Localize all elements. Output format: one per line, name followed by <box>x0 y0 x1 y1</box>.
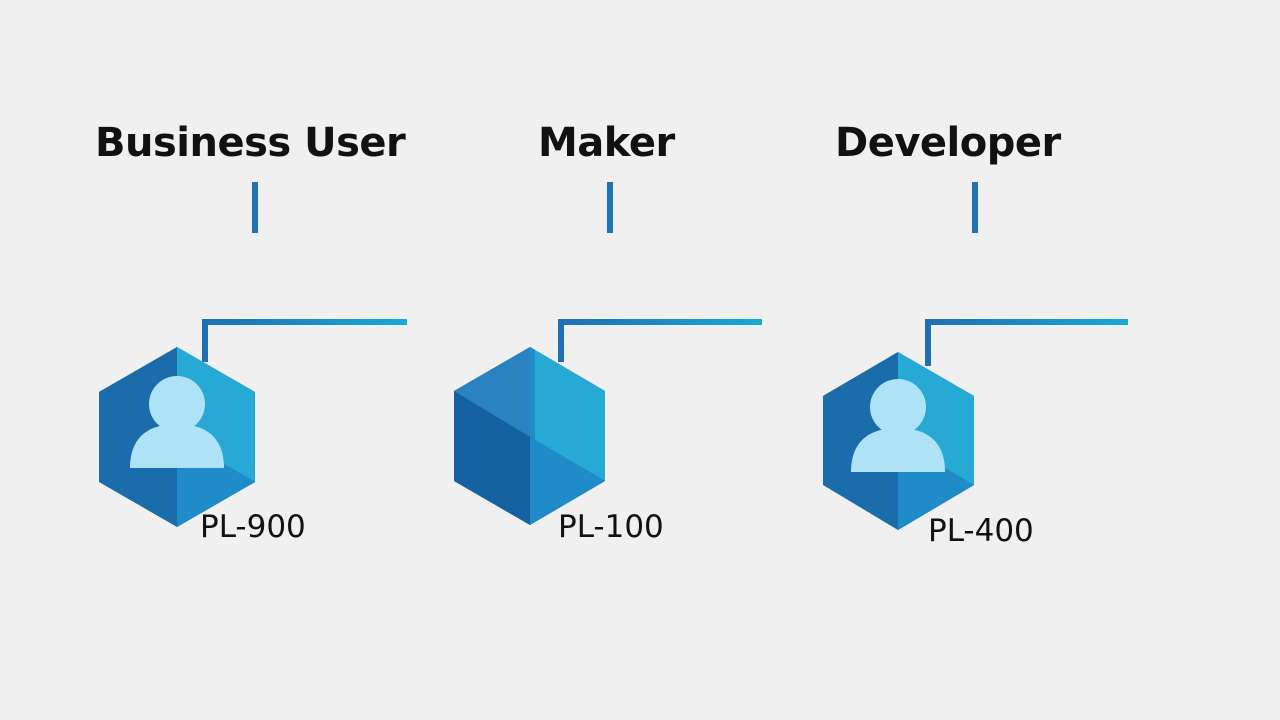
cube-icon <box>454 347 605 525</box>
certification-badge <box>99 347 255 527</box>
connector-line-bottom <box>202 319 407 362</box>
person-icon <box>130 376 224 468</box>
role-title: Maker <box>538 120 675 166</box>
certification-code: PL-400 <box>928 513 1034 549</box>
connector-lines <box>819 182 1128 366</box>
connector-lines <box>99 182 407 362</box>
certification-code: PL-100 <box>558 509 664 545</box>
certification-badge <box>454 347 605 525</box>
role-title: Business User <box>95 120 406 166</box>
connector-lines <box>454 182 762 362</box>
person-icon <box>851 379 945 472</box>
role-column-business-user: Business User PL-900 <box>80 0 440 720</box>
connector-line-bottom <box>925 319 1128 366</box>
certification-code: PL-900 <box>200 509 306 545</box>
role-title: Developer <box>835 120 1061 166</box>
role-column-developer: Developer PL-400 <box>800 0 1160 720</box>
certification-badge <box>823 352 974 530</box>
connector-line-bottom <box>558 319 762 362</box>
role-column-maker: Maker PL-100 <box>435 0 795 720</box>
